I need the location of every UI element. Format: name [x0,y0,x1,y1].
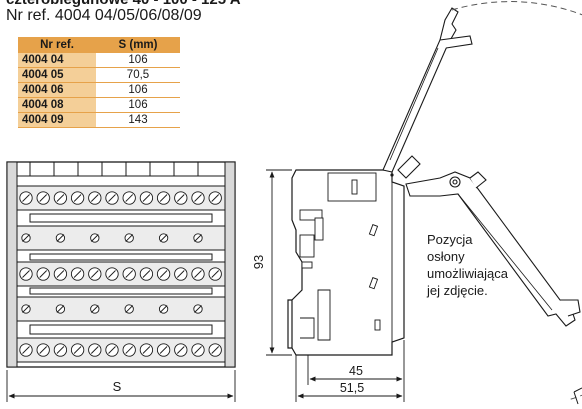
bus-bars [16,185,226,363]
screw-slot [159,194,168,202]
dimension-s-label: S [113,379,122,394]
screw-slot [22,270,30,278]
screw-slot [108,270,116,278]
screw-slot [142,194,151,202]
separator-rails [29,213,213,335]
screw-slot [159,305,168,313]
table-cell-s: 106 [96,97,180,113]
screw-terminals [19,191,222,357]
table-cell-ref: 4004 09 [18,112,96,128]
screw-slot [22,346,30,354]
screw-slot [90,234,99,242]
table-cell-s: 106 [96,53,180,68]
screw-slot [73,270,82,278]
screw-slot [108,194,116,202]
screw-slot [125,234,134,242]
screw-slot [39,346,48,354]
screw-slot [90,346,99,354]
reference-line: Nr ref. 4004 04/05/06/08/09 [6,7,202,24]
screw-slot [125,270,134,278]
screw-slot [194,270,202,278]
screw-slot [22,234,30,242]
table-cell-ref: 4004 05 [18,67,96,83]
pivot-point [390,173,394,177]
screw-slot [176,346,185,354]
screw-slot [159,346,168,354]
reference-table: Nr ref. S (mm) 4004 04 106 4004 05 70,5 … [18,37,180,128]
dimension-93-label: 93 [251,255,266,269]
screw-slot [73,346,82,354]
note-line: umożliwiająca [427,266,508,281]
dimension-45-label: 45 [349,364,363,378]
screw-slot [125,194,134,202]
screw-slot [194,234,202,242]
screw-slot [39,270,48,278]
screw-slot [159,234,168,242]
screw-slot [56,194,65,202]
table-cell-s: 106 [96,82,180,98]
note-line: Pozycja [427,232,473,247]
screw-slot [108,346,116,354]
table-header-row: Nr ref. S (mm) [18,37,180,53]
column-header-s: S (mm) [96,37,180,53]
screw-slot [142,270,151,278]
screw-slot [211,194,220,202]
screw-slot [125,346,134,354]
note-line: osłony [427,249,465,264]
table-cell-s: 70,5 [96,67,180,83]
table-cell-s: 143 [96,112,180,128]
screw-slot [176,194,185,202]
screw-slot [39,194,48,202]
cover-open-position [382,7,473,179]
cover-tilted-position [405,171,581,327]
page-title: czterobiegunowe 40 - 100 - 125 A [6,0,241,8]
screw-slot [159,270,168,278]
screw-slot [90,194,99,202]
screw-slot [22,194,30,202]
screw-slot [90,305,99,313]
dimension-s [6,370,236,402]
screw-slot [56,305,65,313]
table-row: 4004 05 70,5 [18,67,180,83]
table-row: 4004 08 106 [18,97,180,113]
dimension-51-5-label: 51,5 [340,381,364,395]
table-cell-ref: 4004 06 [18,82,96,98]
screw-slot [22,305,30,313]
column-header-ref: Nr ref. [18,37,96,53]
table-row: 4004 09 143 [18,112,180,128]
table-row: 4004 04 106 [18,53,180,68]
screw-slot [194,194,202,202]
screw-slot [142,346,151,354]
dimension-93 [266,169,292,356]
note-line: jej zdjęcie. [427,283,488,298]
screw-slot [194,305,202,313]
screw-slot [194,346,202,354]
table-cell-ref: 4004 04 [18,53,96,68]
screw-slot [90,270,99,278]
screw-slot [56,346,65,354]
screw-slot [211,270,220,278]
screw-slot [73,194,82,202]
dimension-depth [295,340,405,402]
rotation-arrow-icon [573,387,582,405]
screw-slot [56,270,65,278]
screw-slot [125,305,134,313]
side-view-body [287,169,405,356]
table-cell-ref: 4004 08 [18,97,96,113]
cover-position-note: Pozycja osłony umożliwiająca jej zdjęcie… [427,231,508,299]
top-fins [17,162,225,177]
screw-slot [211,346,220,354]
screw-slot [176,270,185,278]
screw-slot [56,234,65,242]
table-row: 4004 06 106 [18,82,180,98]
